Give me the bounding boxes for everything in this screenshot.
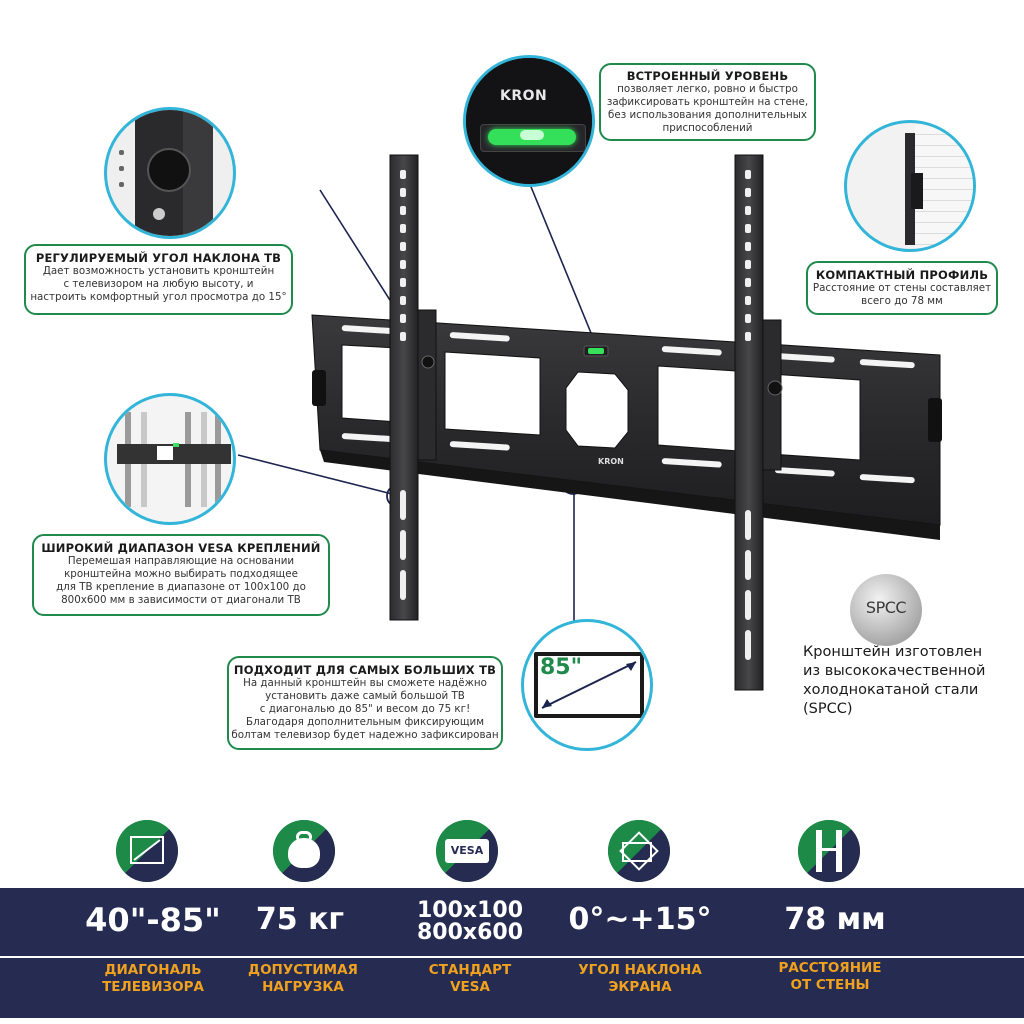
tilt-callout-title: РЕГУЛИРУЕМЫЙ УГОЛ НАКЛОНА ТВ <box>35 251 282 265</box>
tv-bracket-image: KRON <box>311 154 942 691</box>
spec-value-load: 75 кг <box>255 902 345 937</box>
spec-label-diagonal: ДИАГОНАЛЬ ТЕЛЕВИЗОРА <box>102 962 204 995</box>
spcc-badge: SPCC <box>850 574 922 646</box>
spec-label-tilt: УГОЛ НАКЛОНА ЭКРАНА <box>578 962 702 995</box>
vesa-icon: VESA <box>436 820 498 882</box>
tv-size-label: 85" <box>540 655 583 680</box>
largest-tv-callout: ПОДХОДИТ ДЛЯ САМЫХ БОЛЬШИХ ТВ На данный … <box>227 656 503 750</box>
spec-label-vesa: СТАНДАРТ VESA <box>428 962 512 995</box>
spec-value-vesa: 100x100 800x600 <box>416 898 524 945</box>
largest-tv-callout-text: На данный кронштейн вы сможете надёжно у… <box>231 677 499 741</box>
spec-value-tilt: 0°~+15° <box>568 902 712 937</box>
tilt-knob-closeup-image <box>104 107 236 239</box>
tilt-icon <box>608 820 670 882</box>
diagonal-icon <box>116 820 178 882</box>
specs-band <box>0 888 1024 1018</box>
profile-callout: КОМПАКТНЫЙ ПРОФИЛЬ Расстояние от стены с… <box>806 261 998 315</box>
spcc-badge-text: SPCC <box>865 598 907 617</box>
profile-callout-title: КОМПАКТНЫЙ ПРОФИЛЬ <box>815 268 989 282</box>
band-separator <box>0 956 1024 958</box>
tv-size-image: 85" <box>521 619 653 751</box>
spec-value-diagonal: 40"-85" <box>85 901 221 939</box>
spcc-description: Кронштейн изготовлен из высококачественн… <box>803 644 986 717</box>
vesa-icon-text: VESA <box>450 844 484 857</box>
level-callout-title: ВСТРОЕННЫЙ УРОВЕНЬ <box>626 69 789 83</box>
vesa-callout-text: Перемешая направляющие на основании крон… <box>56 555 306 606</box>
compact-profile-image <box>844 120 976 252</box>
level-callout-text: позволяет легко, ровно и быстро зафиксир… <box>606 83 809 134</box>
wall-distance-icon <box>798 820 860 882</box>
level-callout: ВСТРОЕННЫЙ УРОВЕНЬ позволяет легко, ровн… <box>599 63 816 141</box>
vesa-range-image <box>104 393 236 525</box>
vesa-callout: ШИРОКИЙ ДИАПАЗОН VESA КРЕПЛЕНИЙ Перемеша… <box>32 534 330 616</box>
tilt-callout: РЕГУЛИРУЕМЫЙ УГОЛ НАКЛОНА ТВ Дает возмож… <box>24 244 293 315</box>
vesa-callout-title: ШИРОКИЙ ДИАПАЗОН VESA КРЕПЛЕНИЙ <box>41 541 321 555</box>
brand-logo: KRON <box>500 88 548 104</box>
weight-icon <box>273 820 335 882</box>
tilt-callout-text: Дает возможность установить кронштейн с … <box>30 265 287 303</box>
level-closeup-image: KRON <box>463 55 595 187</box>
spec-label-distance: РАССТОЯНИЕ ОТ СТЕНЫ <box>778 960 882 993</box>
spec-label-load: ДОПУСТИМАЯ НАГРУЗКА <box>248 962 358 995</box>
spec-value-distance: 78 мм <box>784 902 886 937</box>
profile-callout-text: Расстояние от стены составляет всего до … <box>812 282 992 307</box>
largest-tv-callout-title: ПОДХОДИТ ДЛЯ САМЫХ БОЛЬШИХ ТВ <box>233 663 497 677</box>
bracket-logo: KRON <box>598 457 624 466</box>
